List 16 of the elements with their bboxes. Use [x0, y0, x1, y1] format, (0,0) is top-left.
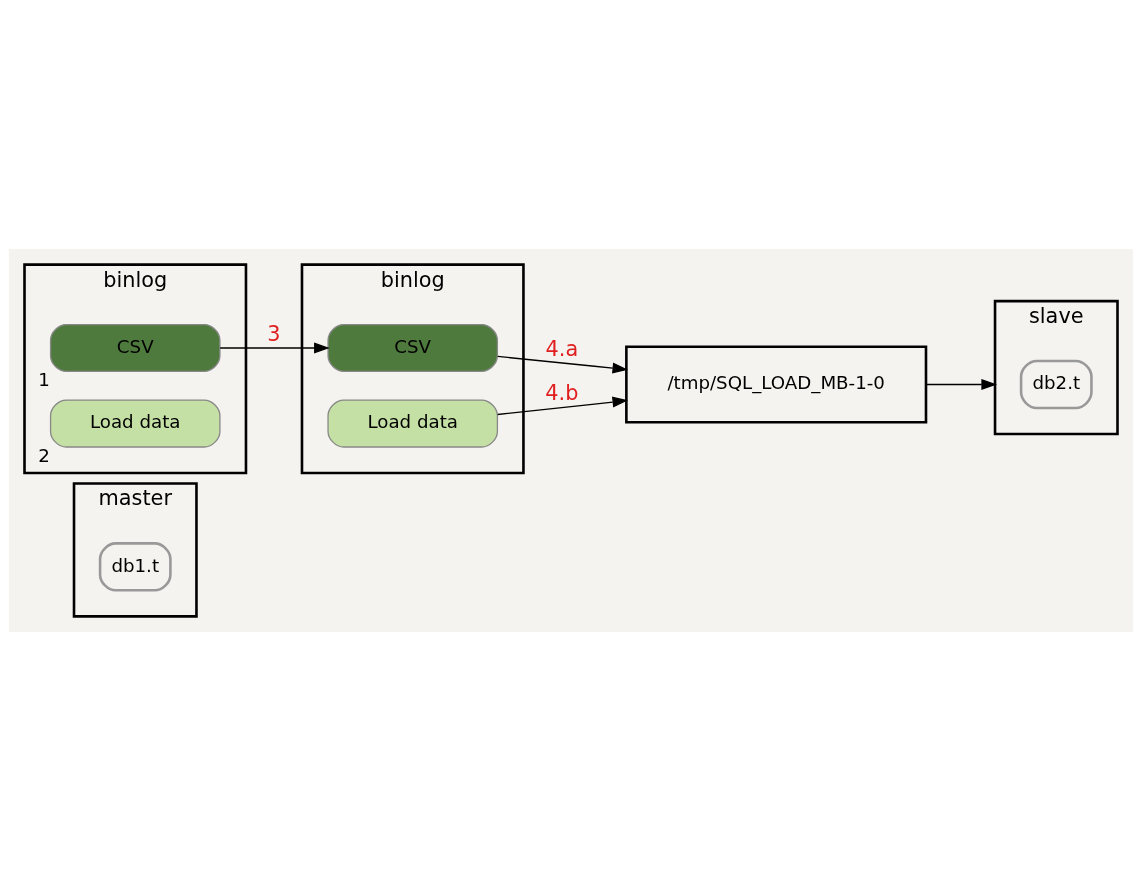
node-box: /tmp/SQL_LOAD_MB-1-0	[625, 344, 928, 424]
node-box: db2.t	[1019, 359, 1093, 409]
edge-label: 3	[267, 321, 281, 346]
node-box: Load data	[327, 398, 499, 448]
node-box: CSV	[327, 323, 499, 372]
arrow	[219, 342, 330, 353]
arrow	[497, 355, 629, 374]
arrow	[925, 378, 997, 390]
arrow	[497, 396, 629, 415]
node-label: 2	[38, 444, 50, 466]
node-box: CSV	[49, 323, 221, 372]
edge-label: 4.a	[545, 336, 579, 361]
node-label: 1	[38, 368, 50, 390]
node-box: Load data	[49, 398, 221, 448]
node-box: db1.t	[98, 541, 172, 592]
edge-label: 4.b	[545, 380, 579, 405]
